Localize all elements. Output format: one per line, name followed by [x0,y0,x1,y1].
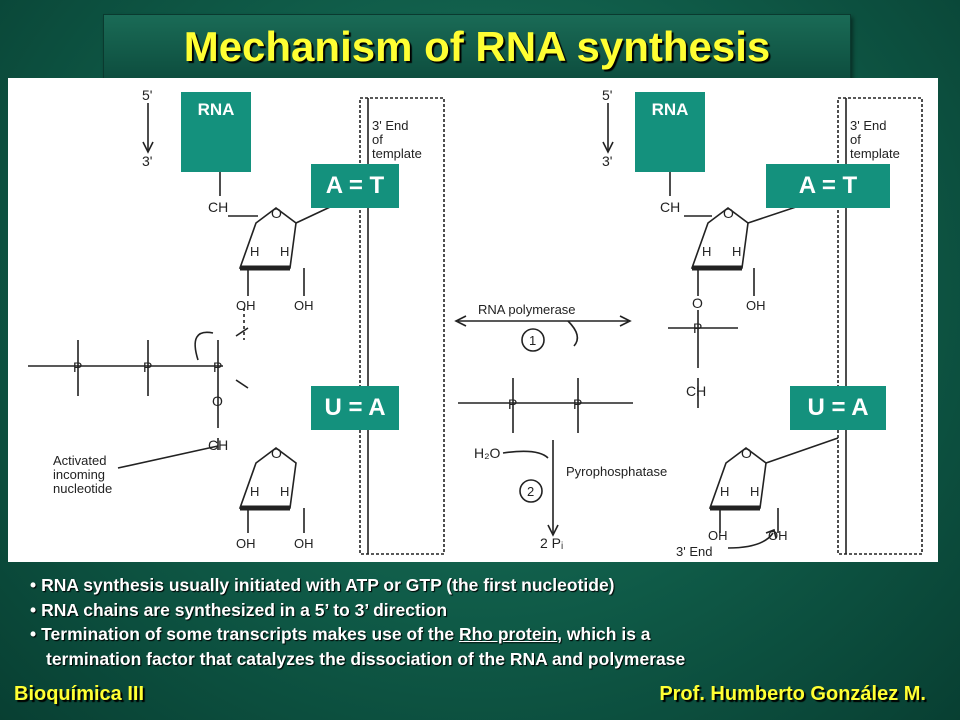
footer-author: Prof. Humberto González M. [659,683,926,705]
bullet-text: RNA synthesis usually initiated with ATP… [41,575,615,595]
left-h1-upper: H [250,244,259,259]
pyrophosphatase-label: Pyrophosphatase [566,464,667,479]
left-h2-lower: H [280,484,289,499]
water-label: H₂O [474,445,501,461]
right-phosphorus: P [693,320,702,336]
bullet-item: •RNA synthesis usually initiated with AT… [30,575,615,595]
right-3prime-label: 3' [602,153,612,169]
center-p2: P [573,396,582,412]
rna-polymerase-label: RNA polymerase [478,302,576,317]
left-p2: P [143,359,152,375]
right-oh2-lower: OH [768,528,788,543]
bullet-list: •RNA synthesis usually initiated with AT… [30,573,930,671]
right-upper-ribose [690,207,749,269]
left-lower-ribose [238,447,297,509]
bullet-item: •RNA chains are synthesized in a 5’ to 3… [30,599,448,620]
title-banner: Mechanism of RNA synthesis [103,14,851,80]
left-bridge-oxygen: O [212,393,223,409]
bullet-text-start: Termination of some transcripts makes us… [41,624,459,644]
base-pair-a-t-left: A = T [311,164,399,208]
left-oh1-lower: OH [236,536,256,551]
left-attack-arrow [194,331,214,361]
left-ring-oxygen-upper: O [271,205,282,221]
left-h2-upper: H [280,244,289,259]
left-p1: P [73,359,82,375]
right-template-end-3: template [850,146,900,161]
right-lower-ribose [708,447,767,509]
left-oh1-upper: OH [236,298,256,313]
rna-label-right: RNA [635,92,705,172]
right-h1-upper: H [702,244,711,259]
right-template-end-1: 3' End [850,118,886,133]
base-pair-u-a-right: U = A [790,386,886,430]
left-template-end-1: 3' End [372,118,408,133]
right-h1-lower: H [720,484,729,499]
step-1-label: 1 [529,333,536,348]
right-ch2-upper: CH [660,199,680,215]
right-ch2-lower: CH [686,383,706,399]
rho-protein-text: Rho protein [458,624,558,644]
left-ring-oxygen-lower: O [271,445,282,461]
three-end-label: 3' End [676,544,712,559]
bullet-item: •Termination of some transcripts makes u… [30,624,651,644]
base-pair-a-t-right: A = T [766,164,890,208]
right-5prime-label: 5' [602,87,612,103]
mechanism-figure: 5' 3' 3' End of template CH O H H OH OH … [8,78,938,562]
left-3prime-label: 3' [142,153,152,169]
base-pair-u-a-left: U = A [311,386,399,430]
rna-label-left: RNA [181,92,251,172]
left-oh2-lower: OH [294,536,314,551]
page-title: Mechanism of RNA synthesis [183,23,771,70]
right-ring-oxygen-upper: O [723,205,734,221]
right-oh-upper: OH [746,298,766,313]
right-ring-oxygen-lower: O [741,445,752,461]
left-template-end-3: template [372,146,422,161]
center-p1: P [508,396,517,412]
right-oh1-lower: OH [708,528,728,543]
right-template-strand [837,97,923,555]
activated-label-2: incoming [53,467,105,482]
left-p3: P [213,359,222,375]
phosphate-product-label: 2 Pᵢ [540,535,563,551]
left-ch2-upper: CH [208,199,228,215]
footer-course: Bioquímica III [14,683,145,705]
right-oxygen-link: O [692,295,703,311]
step-2-label: 2 [527,484,534,499]
bullet-text-end: , which is a [557,624,651,644]
activated-label-1: Activated [53,453,106,468]
activated-label-3: nucleotide [53,481,112,496]
right-h2-upper: H [732,244,741,259]
right-h2-lower: H [750,484,759,499]
three-end-arrow [727,532,774,549]
right-template-end-2: of [850,132,861,147]
left-template-end-2: of [372,132,383,147]
left-ch2-lower: CH [208,437,228,453]
bullet-text: RNA chains are synthesized in a 5’ to 3’… [41,599,448,620]
bullet-continuation: termination factor that catalyzes the di… [46,648,686,669]
left-template-strand [359,97,445,555]
mechanism-drawing: 5' 3' 3' End of template CH O H H OH OH … [28,87,923,559]
left-oh2-upper: OH [294,298,314,313]
left-h1-lower: H [250,484,259,499]
left-upper-ribose [238,207,297,269]
left-5prime-label: 5' [142,87,152,103]
